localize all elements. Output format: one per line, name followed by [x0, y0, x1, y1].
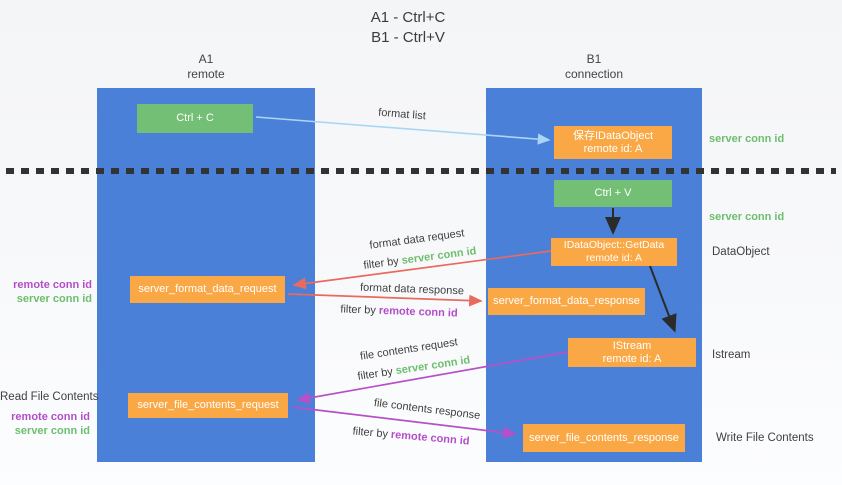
server-conn-id-label-left-2: server conn id	[14, 425, 90, 437]
getdata-to-istream-arrow	[649, 265, 677, 333]
left-conn-id-labels-top: remote conn id server conn id	[0, 278, 92, 306]
file-contents-response-arrow	[291, 406, 517, 439]
node-ctrl-c-label: Ctrl + C	[176, 112, 214, 124]
remote-conn-id-label-left-1: remote conn id	[13, 279, 92, 291]
node-save-idataobject-line2: remote id: A	[583, 142, 643, 155]
node-server-format-data-response-label: server_format_data_response	[493, 295, 640, 307]
format-list-arrow	[255, 116, 551, 145]
lane-a1-name: A1	[198, 52, 214, 66]
lane-header-a1: A1 remote	[97, 52, 315, 82]
istream-side-label: Istream	[712, 349, 751, 361]
server-conn-id-label-mid-right: server conn id	[709, 211, 785, 223]
read-file-contents-label: Read File Contents	[0, 391, 99, 403]
filter-by-text: filter by	[352, 425, 389, 441]
node-istream: IStream remote id: A	[568, 338, 696, 367]
node-idataobject-getdata-line1: IDataObject::GetData	[563, 239, 665, 251]
title-line-1: A1 - Ctrl+C	[370, 9, 446, 26]
node-server-file-contents-response-label: server_file_contents_response	[529, 431, 679, 444]
format-data-response-arrow	[287, 293, 483, 307]
format-data-request-arrow	[292, 250, 552, 290]
node-ctrl-v: Ctrl + V	[554, 180, 672, 207]
node-server-format-data-request-label: server_format_data_request	[138, 283, 277, 295]
node-ctrl-c: Ctrl + C	[137, 104, 253, 133]
page-title: A1 - Ctrl+C B1 - Ctrl+V	[288, 8, 528, 48]
server-conn-id-label-top-right: server conn id	[709, 133, 785, 145]
node-save-idataobject: 保存IDataObject remote id: A	[554, 126, 672, 159]
node-ctrl-v-label: Ctrl + V	[594, 187, 632, 199]
node-istream-line2: remote id: A	[602, 352, 662, 365]
dataobject-label: DataObject	[712, 246, 770, 258]
node-server-format-data-request: server_format_data_request	[130, 276, 285, 303]
title-line-2: B1 - Ctrl+V	[371, 29, 445, 46]
node-save-idataobject-line1: 保存IDataObject	[572, 129, 654, 142]
file-contents-request-arrow	[296, 351, 569, 404]
write-file-contents-label: Write File Contents	[716, 432, 814, 444]
remote-conn-id-label-left-2: remote conn id	[11, 411, 90, 423]
left-conn-id-labels-bottom: remote conn id server conn id	[0, 410, 90, 438]
lane-b1-name: B1	[586, 52, 602, 66]
node-idataobject-getdata: IDataObject::GetData remote id: A	[551, 238, 677, 266]
copy-paste-divider-line	[6, 168, 836, 174]
remote-conn-id-text: remote conn id	[378, 304, 458, 320]
node-server-format-data-response: server_format_data_response	[488, 288, 645, 315]
node-server-file-contents-response: server_file_contents_response	[523, 424, 685, 452]
lane-header-b1: B1 connection	[486, 52, 702, 82]
filter-by-text: filter by	[340, 303, 377, 317]
node-server-file-contents-request: server_file_contents_request	[128, 393, 288, 418]
lane-a1-subtitle: remote	[187, 67, 225, 81]
node-server-file-contents-request-label: server_file_contents_request	[137, 399, 279, 411]
node-idataobject-getdata-line2: remote id: A	[585, 252, 643, 264]
lane-b1-subtitle: connection	[564, 67, 624, 81]
server-conn-id-label-left-1: server conn id	[16, 293, 92, 305]
node-istream-line1: IStream	[612, 339, 652, 352]
